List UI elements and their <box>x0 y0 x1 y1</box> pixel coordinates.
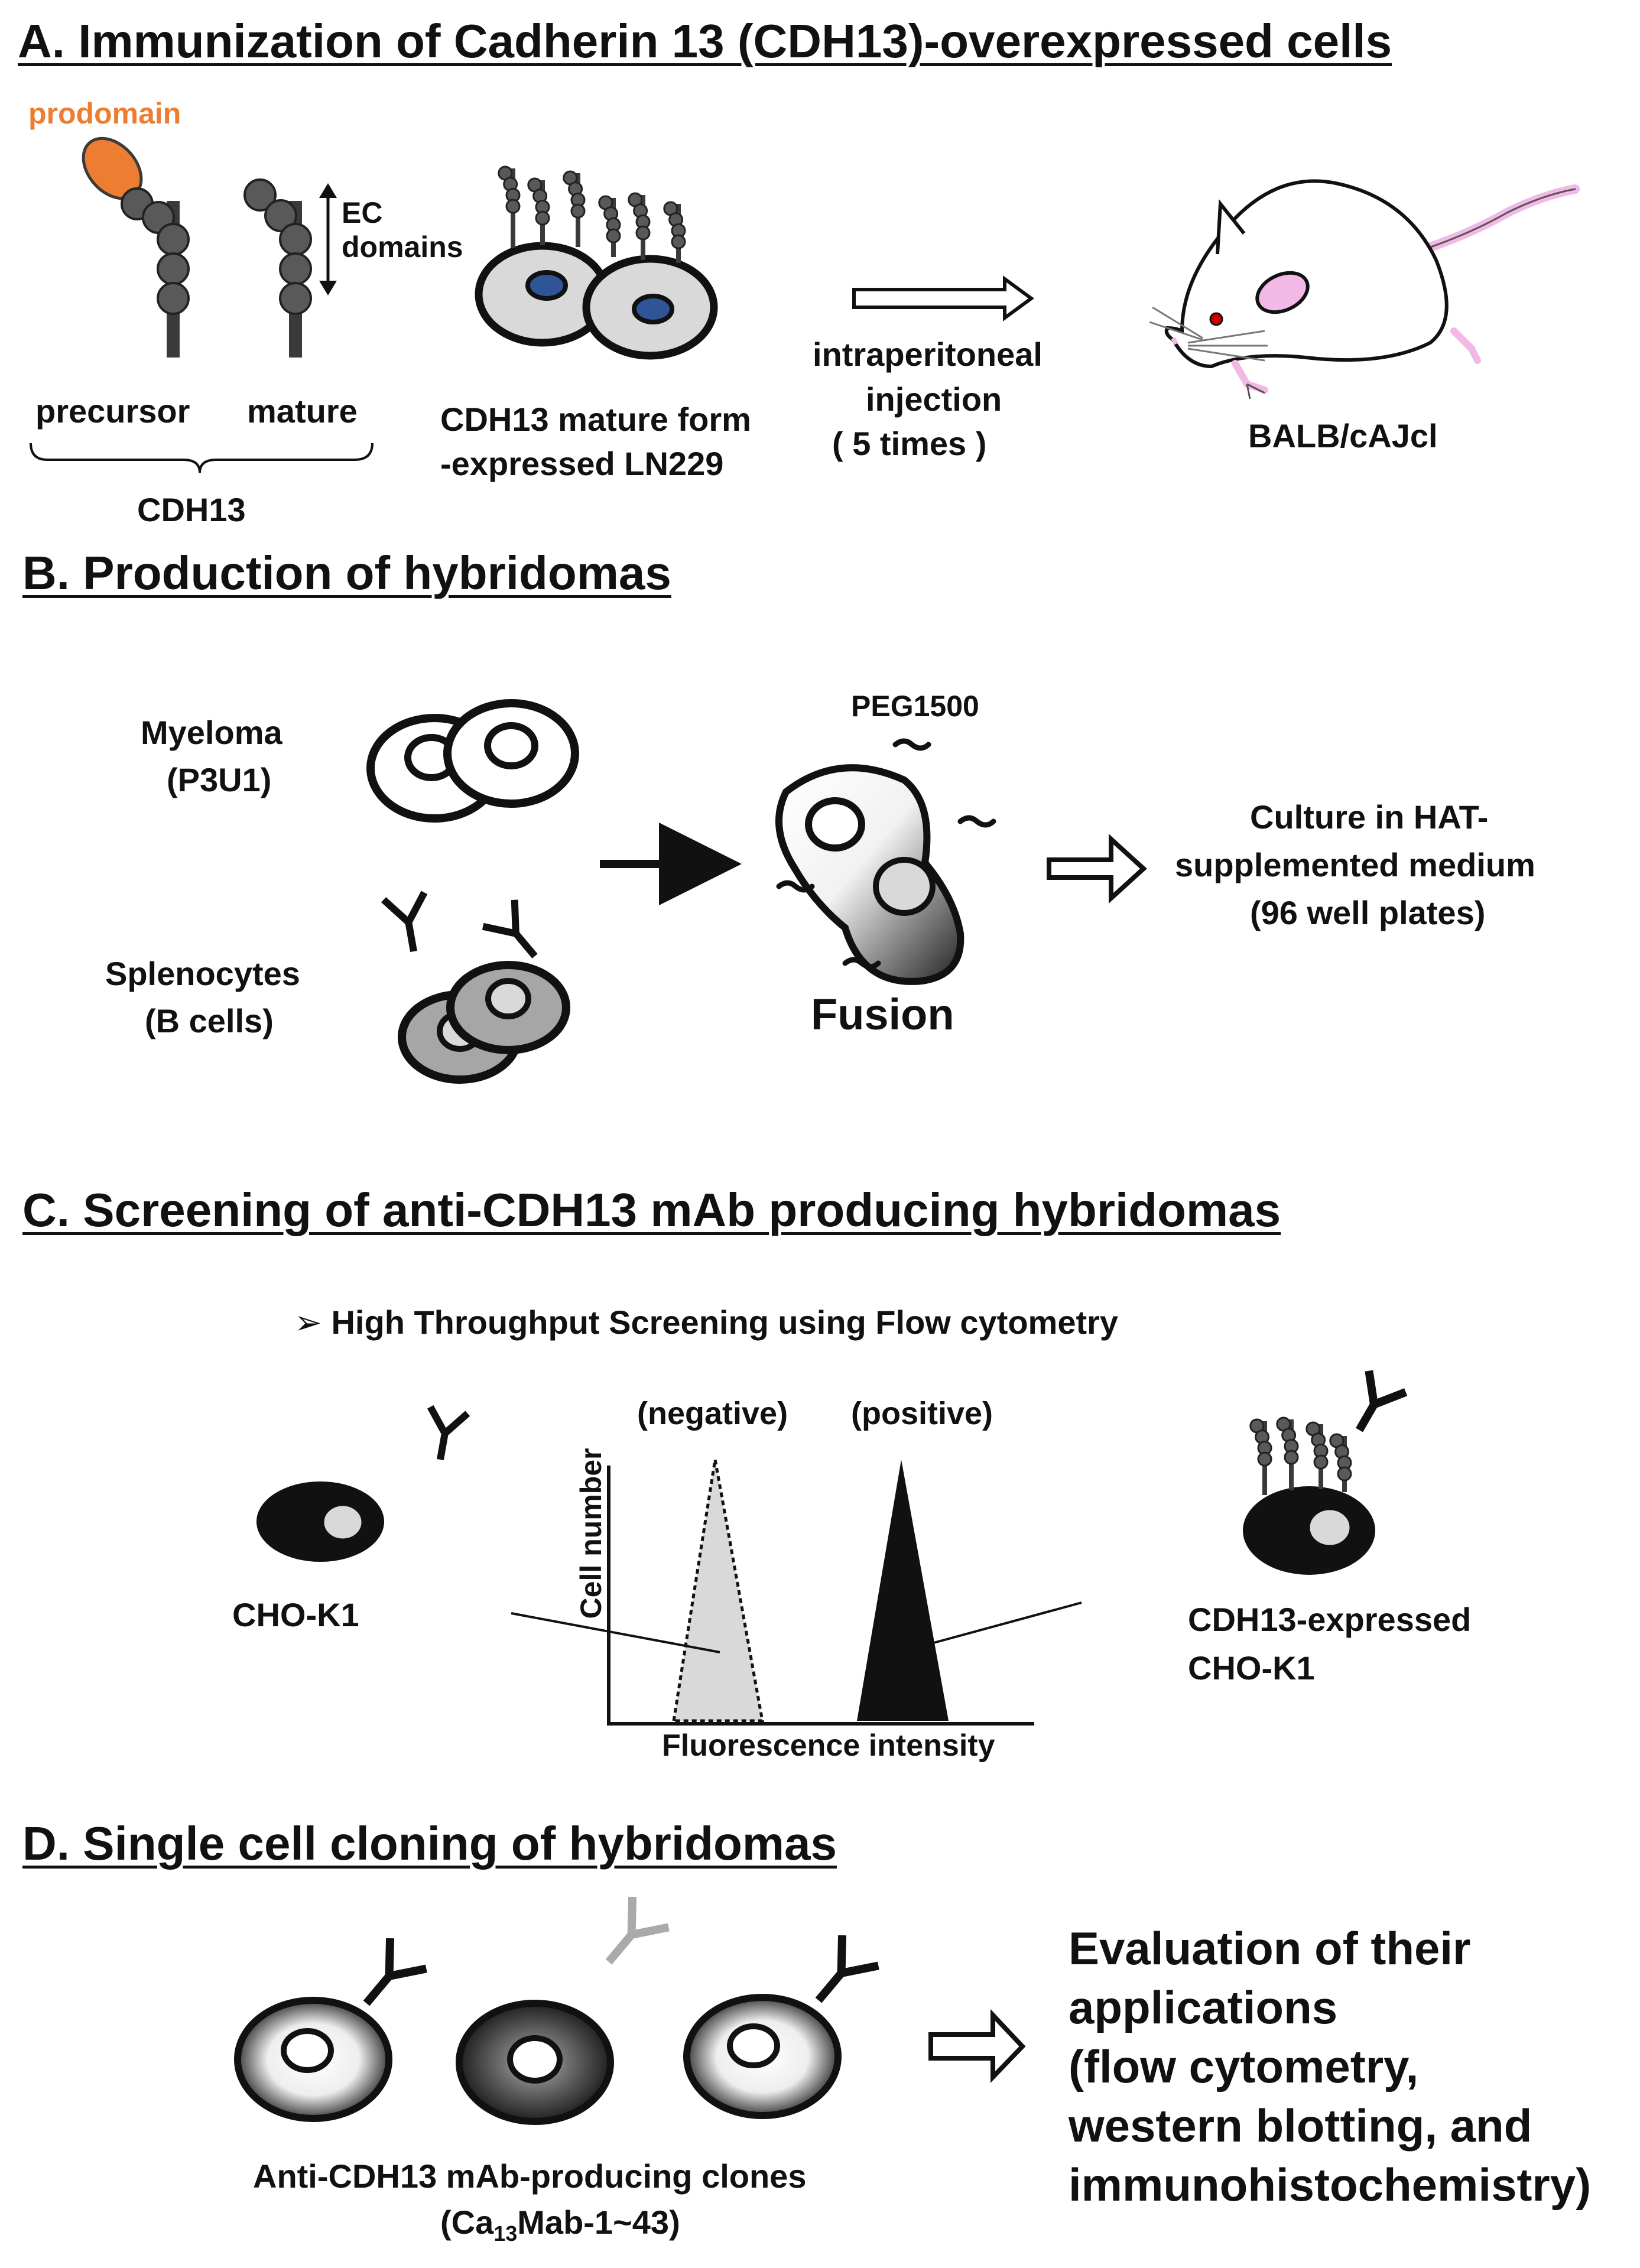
prodomain-label: prodomain <box>28 97 181 130</box>
x-axis-label: Fluorescence intensity <box>662 1728 995 1763</box>
evaluation-label-2: applications <box>1069 1981 1338 2033</box>
clone-cell-icon <box>456 2000 614 2125</box>
antibody-icon <box>363 1938 427 2006</box>
peg-squiggle-icon <box>776 738 996 970</box>
antibody-icon <box>815 1935 879 2003</box>
positive-label: (positive) <box>851 1396 993 1431</box>
antibody-icon <box>482 899 538 958</box>
cdh13-cho-label-1: CDH13-expressed <box>1188 1601 1472 1638</box>
cadherin-mature-icon <box>243 178 312 358</box>
cadherin-precursor-icon <box>82 137 190 358</box>
brace-icon <box>30 443 374 473</box>
section-a-title: A. Immunization of Cadherin 13 (CDH13)-o… <box>18 15 1392 67</box>
antibody-icon <box>1355 1370 1408 1432</box>
mature-label: mature <box>247 392 358 430</box>
myeloma-label-1: Myeloma <box>141 714 282 751</box>
injection-label-1: intraperitoneal <box>813 336 1043 373</box>
arrow-icon <box>928 2009 1026 2083</box>
clones-label-2: (Ca13Mab-1~43) <box>440 2204 680 2246</box>
cdh13-cho-label-2: CHO-K1 <box>1188 1649 1315 1687</box>
splenocytes-label-2: (B cells) <box>145 1002 274 1039</box>
evaluation-label-5: immunohistochemistry) <box>1069 2159 1592 2211</box>
domains-label: domains <box>342 230 463 264</box>
antibody-icon <box>427 1405 470 1461</box>
cadherin-stalks-icon <box>498 165 686 263</box>
antibody-icon <box>378 891 432 953</box>
clones-label-1: Anti-CDH13 mAb-producing clones <box>253 2157 807 2195</box>
evaluation-label-4: western blotting, and <box>1069 2100 1532 2152</box>
culture-label-1: Culture in HAT- <box>1250 798 1489 836</box>
culture-label-2: supplemented medium <box>1175 846 1535 883</box>
arrow-icon <box>1047 833 1147 904</box>
ln229-label-2: -expressed LN229 <box>440 445 724 482</box>
screening-subtitle: ➢ High Throughput Screening using Flow c… <box>294 1304 1119 1341</box>
arrow-icon <box>852 275 1035 321</box>
evaluation-label-3: (flow cytometry, <box>1069 2040 1419 2092</box>
injection-label-2: injection <box>866 381 1002 418</box>
myeloma-cells-icon <box>366 699 579 823</box>
mouse-label: BALB/cAJcl <box>1248 417 1438 454</box>
splenocytes-label-1: Splenocytes <box>105 955 300 992</box>
negative-label: (negative) <box>637 1396 788 1431</box>
section-c-title: C. Screening of anti-CDH13 mAb producing… <box>22 1184 1281 1236</box>
positive-peak <box>857 1460 949 1721</box>
cdh13-cho-k1-cell-icon <box>1243 1486 1375 1575</box>
evaluation-label-1: Evaluation of their <box>1069 1922 1471 1974</box>
clone-cell-icon <box>234 1997 392 2122</box>
peg-label: PEG1500 <box>851 690 979 723</box>
ec-label: EC <box>342 196 383 229</box>
cho-k1-label: CHO-K1 <box>232 1596 359 1633</box>
ln229-cells-icon <box>475 242 718 360</box>
mouse-icon <box>1149 179 1580 399</box>
fusion-cell-icon <box>775 764 964 985</box>
fusion-label: Fusion <box>811 990 954 1039</box>
cdh13-label: CDH13 <box>137 491 246 528</box>
culture-label-3: (96 well plates) <box>1250 894 1486 931</box>
section-d-title: D. Single cell cloning of hybridomas <box>22 1817 837 1870</box>
clone-cell-icon <box>683 1994 842 2119</box>
y-axis-label: Cell number <box>574 1448 608 1619</box>
precursor-label: precursor <box>35 392 190 430</box>
cadherin-stalks-icon <box>1249 1416 1352 1495</box>
antibody-faded-icon <box>605 1896 670 1965</box>
negative-peak <box>672 1459 764 1723</box>
myeloma-label-2: (P3U1) <box>167 761 272 798</box>
injection-label-3: ( 5 times ) <box>832 425 987 462</box>
histogram-chart <box>511 1459 1082 1726</box>
b-cells-icon <box>398 961 570 1084</box>
ln229-label-1: CDH13 mature form <box>440 401 751 438</box>
section-b-title: B. Production of hybridomas <box>22 547 671 599</box>
ec-domains-arrow-icon <box>319 183 337 295</box>
cho-k1-cell-icon <box>256 1481 384 1562</box>
